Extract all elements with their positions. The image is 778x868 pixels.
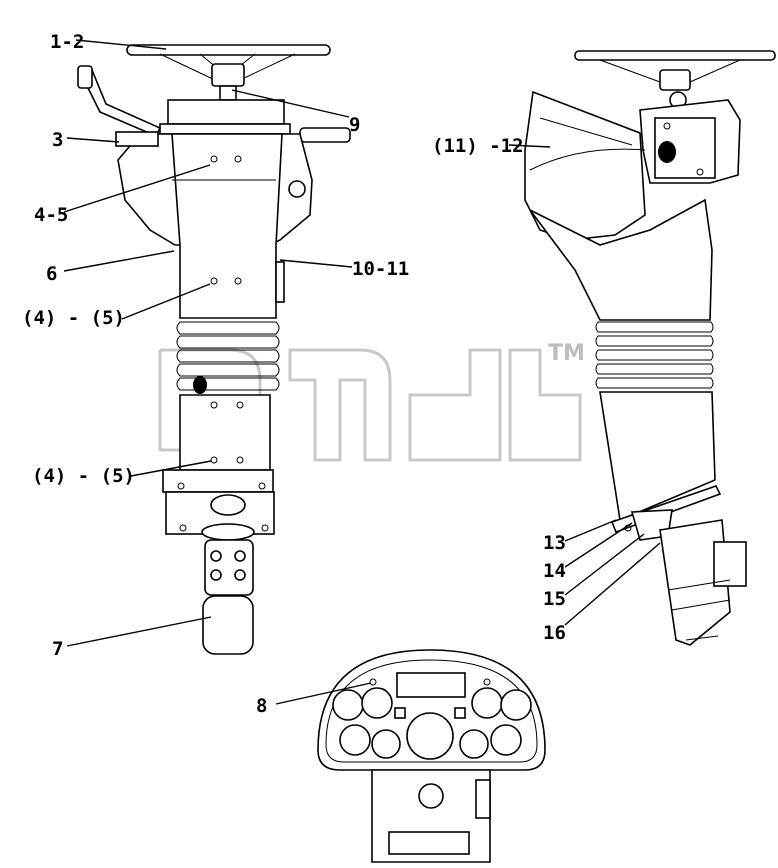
callout-11-12: (11) -12	[432, 135, 524, 157]
callout-13: 13	[543, 532, 566, 554]
instrument-panel	[317, 649, 546, 863]
callout-14: 14	[543, 560, 566, 582]
watermark-logo: TM	[158, 341, 585, 462]
callout-1-2: 1-2	[50, 31, 84, 53]
callout-4-5: 4-5	[34, 204, 68, 226]
callout-9: 9	[349, 114, 360, 136]
callout-16: 16	[543, 622, 566, 644]
callout-15: 15	[543, 588, 566, 610]
leader-lines	[63, 39, 661, 705]
right-steering-column	[524, 50, 776, 646]
callout-4-5-paren-lower: (4) - (5)	[32, 465, 135, 487]
callout-7: 7	[52, 638, 63, 660]
callout-6: 6	[46, 263, 57, 285]
callout-labels: 1-2 3 9 4-5 6 10-11 (4) - (5) (4) - (5) …	[22, 31, 566, 717]
callout-10-11: 10-11	[352, 258, 409, 280]
callout-3: 3	[52, 129, 63, 151]
callout-8: 8	[256, 695, 267, 717]
watermark-trademark: TM	[548, 341, 585, 366]
callout-4-5-paren-upper: (4) - (5)	[22, 307, 125, 329]
left-steering-column	[77, 44, 351, 655]
